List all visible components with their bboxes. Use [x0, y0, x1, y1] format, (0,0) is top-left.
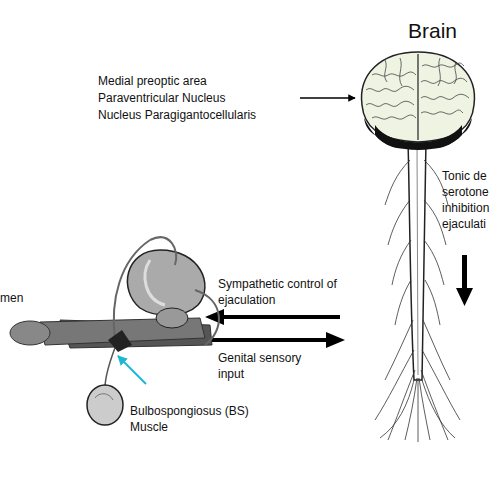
down-arrow: [456, 255, 473, 306]
pathway-label: Sympathetic control of ejaculation: [218, 276, 343, 308]
region-name: Medial preoptic area: [98, 73, 298, 89]
part-label: men: [0, 290, 40, 306]
brain-drawing: [362, 52, 475, 150]
genital-anatomy: [10, 237, 219, 425]
pathway-label: Genital sensory input: [218, 350, 318, 382]
pointer-arrow: [300, 97, 355, 99]
inhibition-note: Tonic de serotone inhibition ejaculati: [442, 168, 499, 232]
muscle-label: Bulbospongiosus (BS) Muscle: [130, 403, 270, 435]
region-name: Nucleus Paragigantocellularis: [98, 107, 298, 123]
brain-title: Brain: [408, 17, 498, 44]
muscle-pointer: [118, 356, 146, 384]
region-name: Paraventricular Nucleus: [98, 90, 298, 106]
pathway-arrows: [205, 309, 345, 348]
